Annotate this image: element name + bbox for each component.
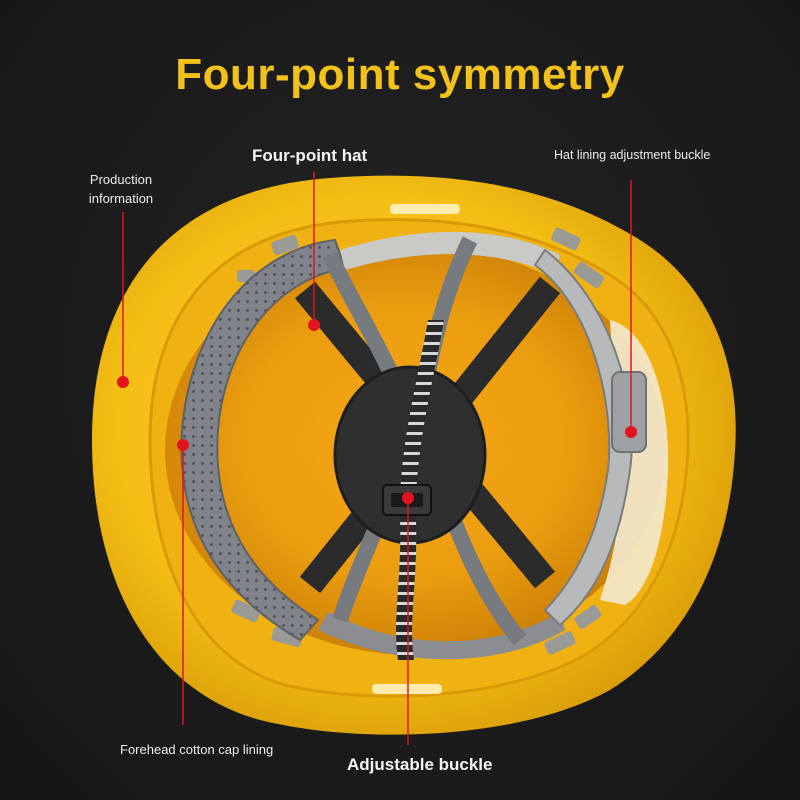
adjustment-knob (611, 371, 647, 453)
production-info-line1: Production (89, 172, 153, 187)
clip (271, 234, 299, 256)
adjustment-buckle-label: Hat lining adjustment buckle (554, 148, 711, 162)
adjustable-buckle-label: Adjustable buckle (347, 755, 493, 774)
callout-dot (402, 492, 414, 504)
harness-band (340, 231, 560, 275)
rim-slot (390, 204, 460, 214)
clip (574, 604, 602, 630)
callout-lines (122, 172, 632, 745)
clip (544, 631, 576, 655)
callout-dot (625, 426, 637, 438)
harness-band (318, 612, 565, 660)
production-info-line2: information (88, 191, 154, 206)
callout-dots (117, 319, 637, 504)
forehead-lining (180, 238, 347, 642)
callout-dot (308, 319, 320, 331)
clip (231, 599, 261, 623)
callout-dot (177, 439, 189, 451)
callout-dot (117, 376, 129, 388)
clip (551, 227, 581, 251)
rim-slot (372, 684, 442, 694)
clip (573, 261, 605, 289)
four-point-hat-label: Four-point hat (252, 146, 368, 165)
production-info-label: Production information (76, 170, 166, 208)
forehead-lining-label: Forehead cotton cap lining (120, 742, 274, 757)
page-title: Four-point symmetry (175, 50, 625, 99)
